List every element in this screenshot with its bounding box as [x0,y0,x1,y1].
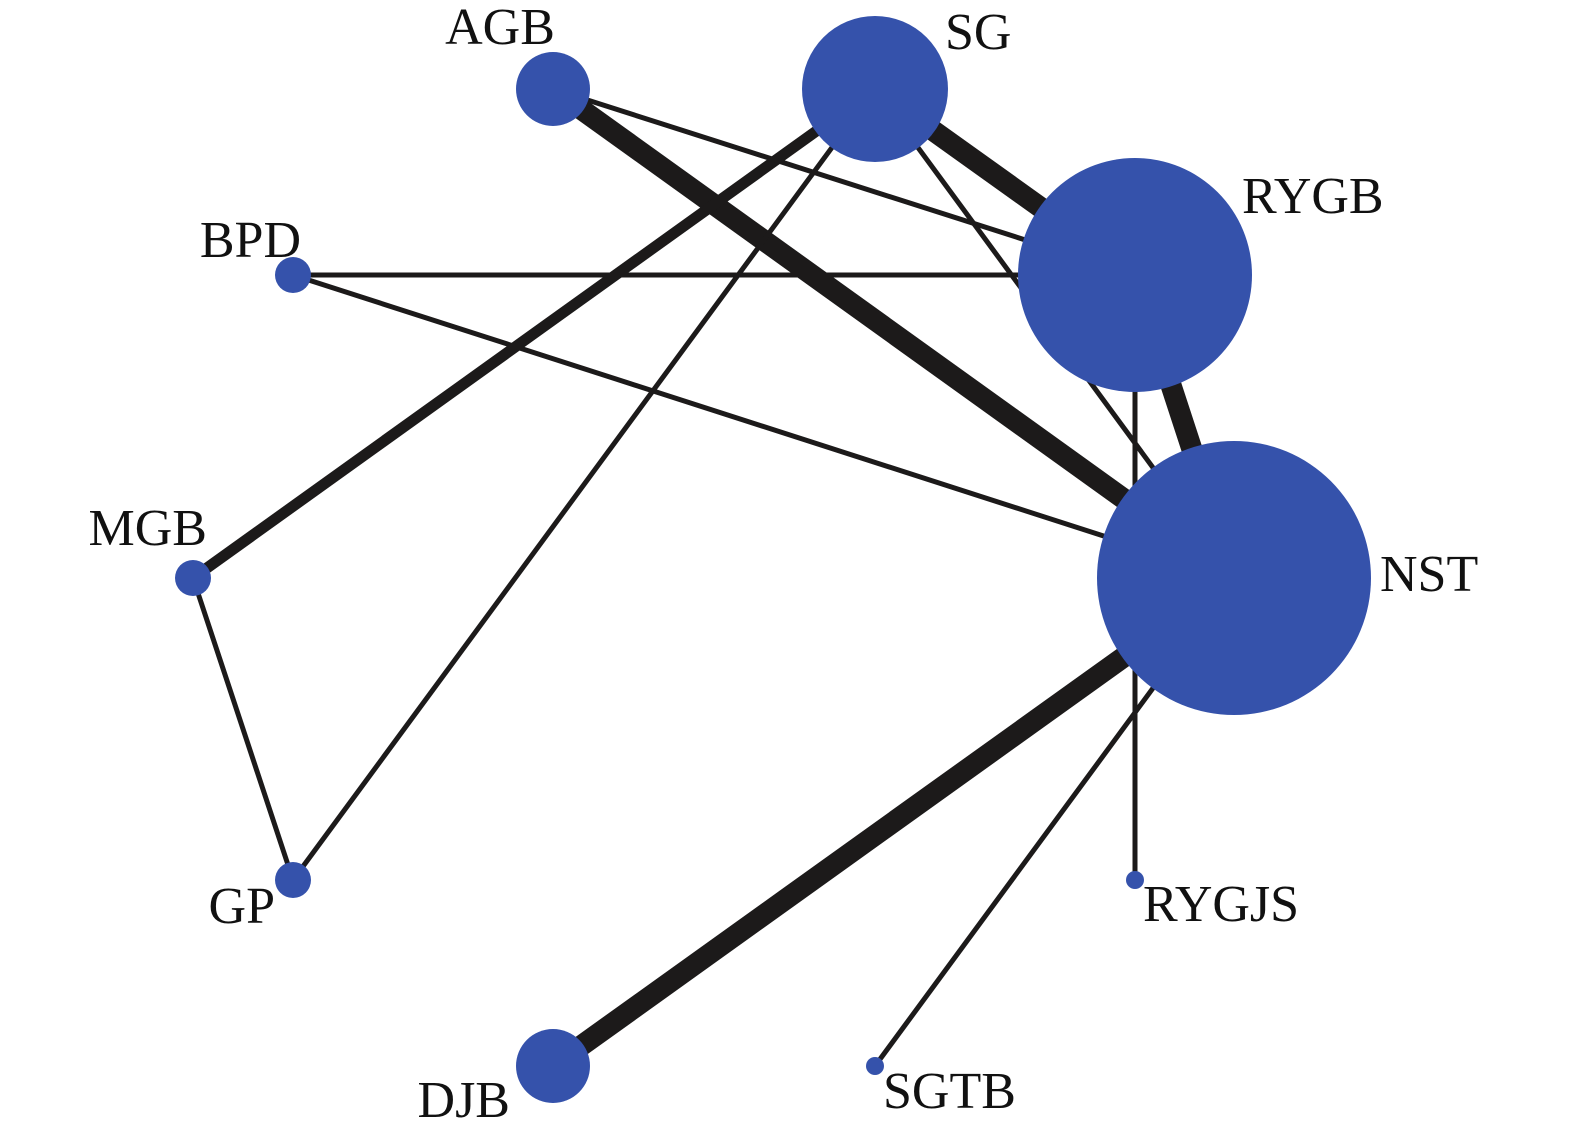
node-rygb [1018,158,1252,392]
node-label-rygjs: RYGJS [1143,876,1299,933]
node-label-bpd: BPD [200,212,301,269]
node-bpd [275,257,311,293]
nodes-layer [175,16,1371,1103]
node-label-sg: SG [945,4,1011,61]
node-sgtb [866,1057,884,1075]
node-sg [802,16,948,162]
node-mgb [175,560,211,596]
edge-agb-nst [546,80,1241,587]
node-djb [516,1029,590,1103]
labels-layer: AGB SG RYGB NST RYGJS SGTB DJB GP MGB BPD [89,0,1479,1129]
node-label-djb: DJB [418,1072,510,1129]
node-agb [516,52,590,126]
edge-bpd-nst [292,272,1235,581]
node-rygjs [1126,871,1144,889]
node-label-rygb: RYGB [1242,168,1384,225]
edge-sg-gp [290,87,878,882]
node-label-nst: NST [1380,546,1478,603]
node-label-mgb: MGB [89,500,207,557]
edge-djb-nst [546,569,1241,1075]
edges-layer [189,80,1244,1075]
node-label-agb: AGB [445,0,555,56]
node-label-gp: GP [209,878,275,935]
node-gp [275,862,311,898]
edge-sg-mgb [189,84,879,583]
node-label-sgtb: SGTB [883,1063,1016,1120]
edge-mgb-gp [190,577,296,881]
node-nst [1097,441,1371,715]
